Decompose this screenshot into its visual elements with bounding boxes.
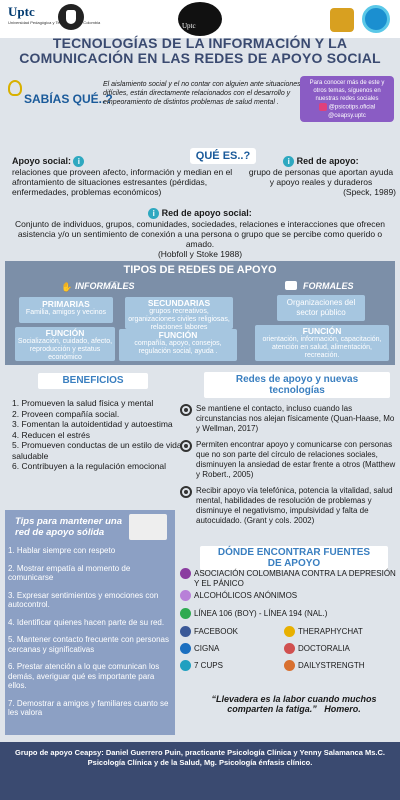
list-item: 7. Demostrar a amigos y familiares cuant… [8,698,169,718]
quote: “Llevadera es la labor cuando muchos com… [211,694,377,714]
info-icon: i [148,208,160,220]
doctoralia-link[interactable]: DOCTORALIA [298,644,350,653]
list-item: 1. Hablar siempre con respeto [8,546,116,555]
list-item: Permiten encontrar apoyo y comunicarse c… [180,440,396,480]
sabias-que-heading: SABÍAS QUÉ..? [24,92,113,106]
que-es-heading: QUÉ ES..? [190,148,256,164]
target-icon [180,404,192,416]
psychology-logo-icon [330,8,354,32]
network-icon [180,590,191,601]
facebook-icon [180,626,191,637]
info-icon: i [73,156,85,168]
heart-icon: ♡ [109,280,119,292]
list-item: ASOCIACIÓN COLOMBIANA CONTRA LA DEPRESIÓ… [180,568,396,590]
globe-icon [180,568,191,579]
beneficios-list: 1. Promueven la salud física y mental 2.… [12,398,182,472]
list-item: 5. Mantener contacto frecuente con perso… [8,635,169,654]
list-item: Recibir apoyo vía telefónica, potencia l… [180,486,396,526]
target-icon [180,486,192,498]
formales-box: Organizaciones del sector público [277,295,365,321]
stethoscope-icon [284,643,295,654]
dailystrength-link[interactable]: DAILYSTRENGTH [298,661,365,670]
briefcase-icon [285,281,297,290]
red-apoyo-definition: i Red de apoyo: grupo de personas que ap… [248,156,396,198]
red-apoyo-social-definition: i Red de apoyo social: Conjunto de indiv… [15,208,385,260]
handshake-icon: ✋ [61,282,73,292]
list-item: 3. Expresar sentimientos y emociones con… [8,590,159,610]
university-crest-icon [58,4,84,30]
instagram-icon [318,103,327,111]
instagram-handle-ceapsy[interactable]: @ceapsy.uptc [328,112,366,119]
tips-title: Tips para mantener una red de apoyo sóli… [15,516,122,538]
message-icon [129,514,167,540]
list-item: 3. Fomentan la autoidentidad y autoestim… [12,419,173,429]
formales-label: FORMALES [303,281,354,291]
list-item: 2. Mostrar empatía al momento de comunic… [8,563,131,583]
info-icon: i [283,156,295,168]
list-item: 6. Contribuyen a la regulación emocional [12,461,167,471]
cigna-icon [180,643,191,654]
target-icon [180,440,192,452]
sabias-que-text: El aislamiento social y el no contar con… [103,81,301,106]
list-item: CIGNA DOCTORALIA [180,643,396,660]
tipos-redes-panel: TIPOS DE REDES DE APOYO INFORMALES ✋ ♡ F… [5,261,395,365]
list-item: ALCOHÓLICOS ANÓNIMOS [180,590,396,608]
list-item: 6. Prestar atención a lo que comunican l… [8,662,160,690]
tips-list: 1. Hablar siempre con respeto 2. Mostrar… [8,546,170,726]
tips-panel: Tips para mantener una red de apoyo sóli… [5,510,175,735]
donde-list: ASOCIACIÓN COLOMBIANA CONTRA LA DEPRESIÓ… [180,568,396,677]
theraphychat-link[interactable]: THERAPHYCHAT [298,627,363,636]
chat-icon [284,626,295,637]
beneficios-heading: BENEFICIOS [38,373,148,389]
list-item: 5. Promueven conductas de un estilo de v… [12,440,182,461]
informales-label: INFORMALES [75,281,135,291]
page-title: TECNOLOGÍAS DE LA INFORMACIÓN Y LA COMUN… [19,35,381,66]
tipos-redes-title: TIPOS DE REDES DE APOYO [123,264,277,276]
footer: Grupo de apoyo Ceapsy: Daniel Guerrero P… [0,742,400,800]
list-item: Se mantiene el contacto, incluso cuando … [180,404,396,434]
list-item: 2. Proveen compañía social. [12,408,120,419]
ceapsy-logo-icon [362,5,390,33]
instagram-handle-psicotips[interactable]: @psicotips.oficial [328,104,376,111]
lightbulb-icon [8,80,22,96]
phone-icon [180,608,191,619]
list-item: LÍNEA 106 (BOY) - LÍNEA 194 (NAL.) [180,608,396,626]
list-item: FACEBOOK THERAPHYCHAT [180,626,396,643]
seven-cups-icon [180,660,191,671]
redes-tecnologias-list: Se mantiene el contacto, incluso cuando … [180,404,396,532]
list-item: 4. Identificar quienes hacen parte de su… [8,617,165,627]
daily-strength-icon [284,660,295,671]
uptc-seal-logo: Uptc [178,2,222,36]
apoyo-social-definition: Apoyo social: i relaciones que proveen a… [12,156,233,198]
list-item: 1. Promueven la salud física y mental [12,398,154,408]
list-item: 4. Reducen el estrés [12,429,90,440]
cigna-link[interactable]: CIGNA [194,644,220,653]
list-item: 7 CUPS DAILYSTRENGTH [180,660,396,677]
facebook-link[interactable]: FACEBOOK [194,627,239,636]
7cups-link[interactable]: 7 CUPS [194,661,223,670]
social-media-box: Para conocer más de este y otros temas, … [300,76,394,122]
